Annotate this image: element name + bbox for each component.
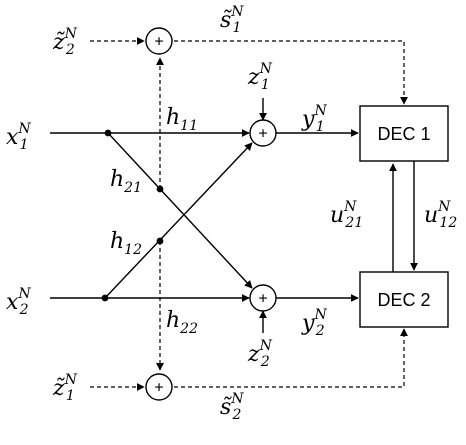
adder-symbol: + [258, 126, 267, 143]
adder-receiver-2: + [249, 284, 277, 312]
label-h11: h11 [166, 105, 198, 134]
adder-receiver-1: + [249, 119, 277, 147]
decoder-1-box: DEC 1 [359, 105, 449, 162]
label-h12: h12 [110, 229, 142, 258]
link-h12-cross [104, 142, 253, 299]
adder-symbol: + [154, 380, 163, 397]
junction-h21 [156, 185, 164, 193]
s2-to-dec2-dashed [174, 328, 408, 388]
decoder-2-box: DEC 2 [359, 271, 449, 328]
solid-signal-lines [50, 98, 418, 333]
decoder-2-label: DEC 2 [377, 290, 430, 310]
adder-symbol: + [258, 291, 267, 308]
decoder-1-label: DEC 1 [377, 124, 430, 144]
dashed-side-lines [90, 37, 408, 391]
junction-dots [101, 129, 164, 302]
label-h22: h22 [166, 308, 198, 337]
link-h21-cross [107, 132, 253, 289]
adder-relay-top: + [145, 27, 173, 55]
s1-to-dec1-dashed [174, 40, 408, 105]
junction-h12 [156, 237, 164, 245]
label-h21: h21 [110, 167, 142, 196]
junction-x2 [101, 294, 109, 302]
adder-symbol: + [154, 34, 163, 51]
junction-x1 [104, 129, 112, 137]
adder-relay-bottom: + [145, 373, 173, 401]
